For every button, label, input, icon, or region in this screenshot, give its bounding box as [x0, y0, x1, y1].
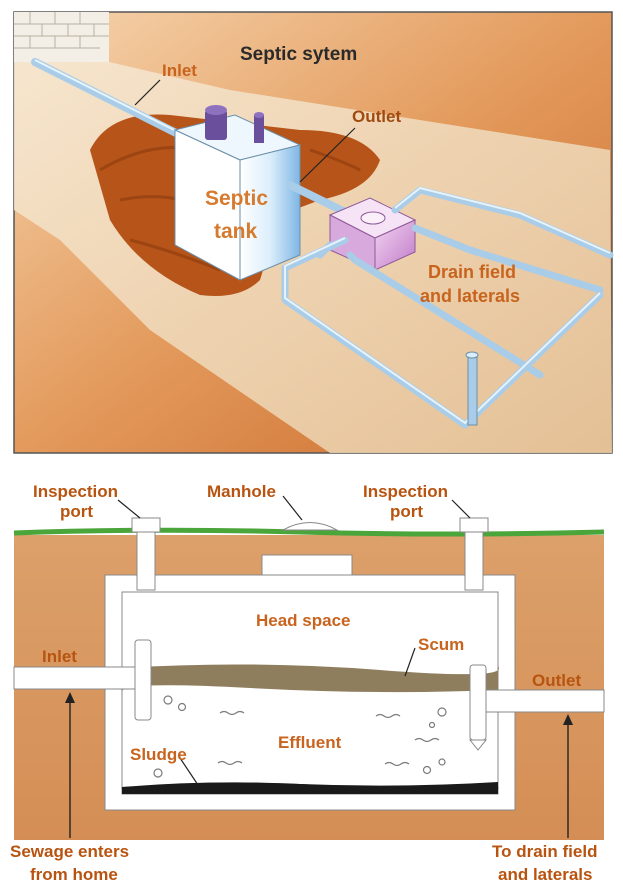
drain-field-highlights	[284, 186, 611, 425]
inlet-label-bottom: Inlet	[42, 647, 77, 666]
inspection-port-left	[131, 517, 161, 591]
inspection-port-left-label-2: port	[60, 502, 93, 521]
inspection-port-right	[459, 517, 489, 591]
outlet-pipe-bottom	[479, 689, 605, 713]
manhole-riser	[261, 554, 353, 576]
sewage-label-1: Sewage enters	[10, 842, 129, 861]
sewage-label-2: from home	[30, 865, 118, 884]
grass-line	[13, 527, 605, 537]
inlet-pipe-bottom	[13, 666, 145, 690]
drain-field-label-2: and laterals	[420, 286, 520, 306]
sludge-label: Sludge	[130, 745, 187, 764]
manhole-label: Manhole	[207, 482, 276, 501]
top-diagram: Septic sytem Inlet Outlet Septic tank Dr…	[13, 11, 614, 454]
manhole-cover	[281, 522, 339, 531]
drain-label-2: and laterals	[498, 865, 593, 884]
effluent-label: Effluent	[278, 733, 342, 752]
inlet-pipe	[31, 58, 194, 144]
scum-label: Scum	[418, 635, 464, 654]
arrow-sewage	[65, 692, 75, 838]
outlet-baffle	[469, 664, 487, 741]
inlet-baffle	[134, 639, 152, 721]
outlet-pipe	[286, 181, 349, 216]
drain-field-label-1: Drain field	[428, 262, 516, 282]
head-space-label: Head space	[256, 611, 351, 630]
top-title: Septic sytem	[240, 44, 357, 65]
leader-lines	[117, 495, 471, 786]
drain-field-laterals	[281, 186, 614, 429]
inlet-label-top: Inlet	[162, 61, 197, 80]
septic-tank-label-2: tank	[214, 220, 258, 243]
tank-riser-2	[254, 115, 264, 143]
tank-riser-1	[205, 110, 227, 140]
inspection-port-left-label-1: Inspection	[33, 482, 118, 501]
inspection-port-right-label-2: port	[390, 502, 423, 521]
inspection-port-right-label-1: Inspection	[363, 482, 448, 501]
septic-tank-3d	[173, 105, 302, 281]
arrow-drain	[563, 714, 573, 838]
outlet-label-top: Outlet	[352, 107, 401, 126]
drain-label-1: To drain field	[492, 842, 597, 861]
house-foundation-wall	[14, 12, 109, 62]
distribution-box	[328, 197, 417, 271]
pit-texture	[99, 146, 361, 272]
septic-tank-label-1: Septic	[205, 187, 268, 210]
drain-field-vent	[467, 354, 478, 426]
outlet-label-bottom: Outlet	[532, 671, 581, 690]
bottom-diagram: Inspection port Manhole Inspection port …	[10, 482, 605, 884]
scum-layer	[121, 664, 500, 693]
tank-interior	[121, 591, 499, 795]
effluent-marks	[153, 695, 447, 778]
